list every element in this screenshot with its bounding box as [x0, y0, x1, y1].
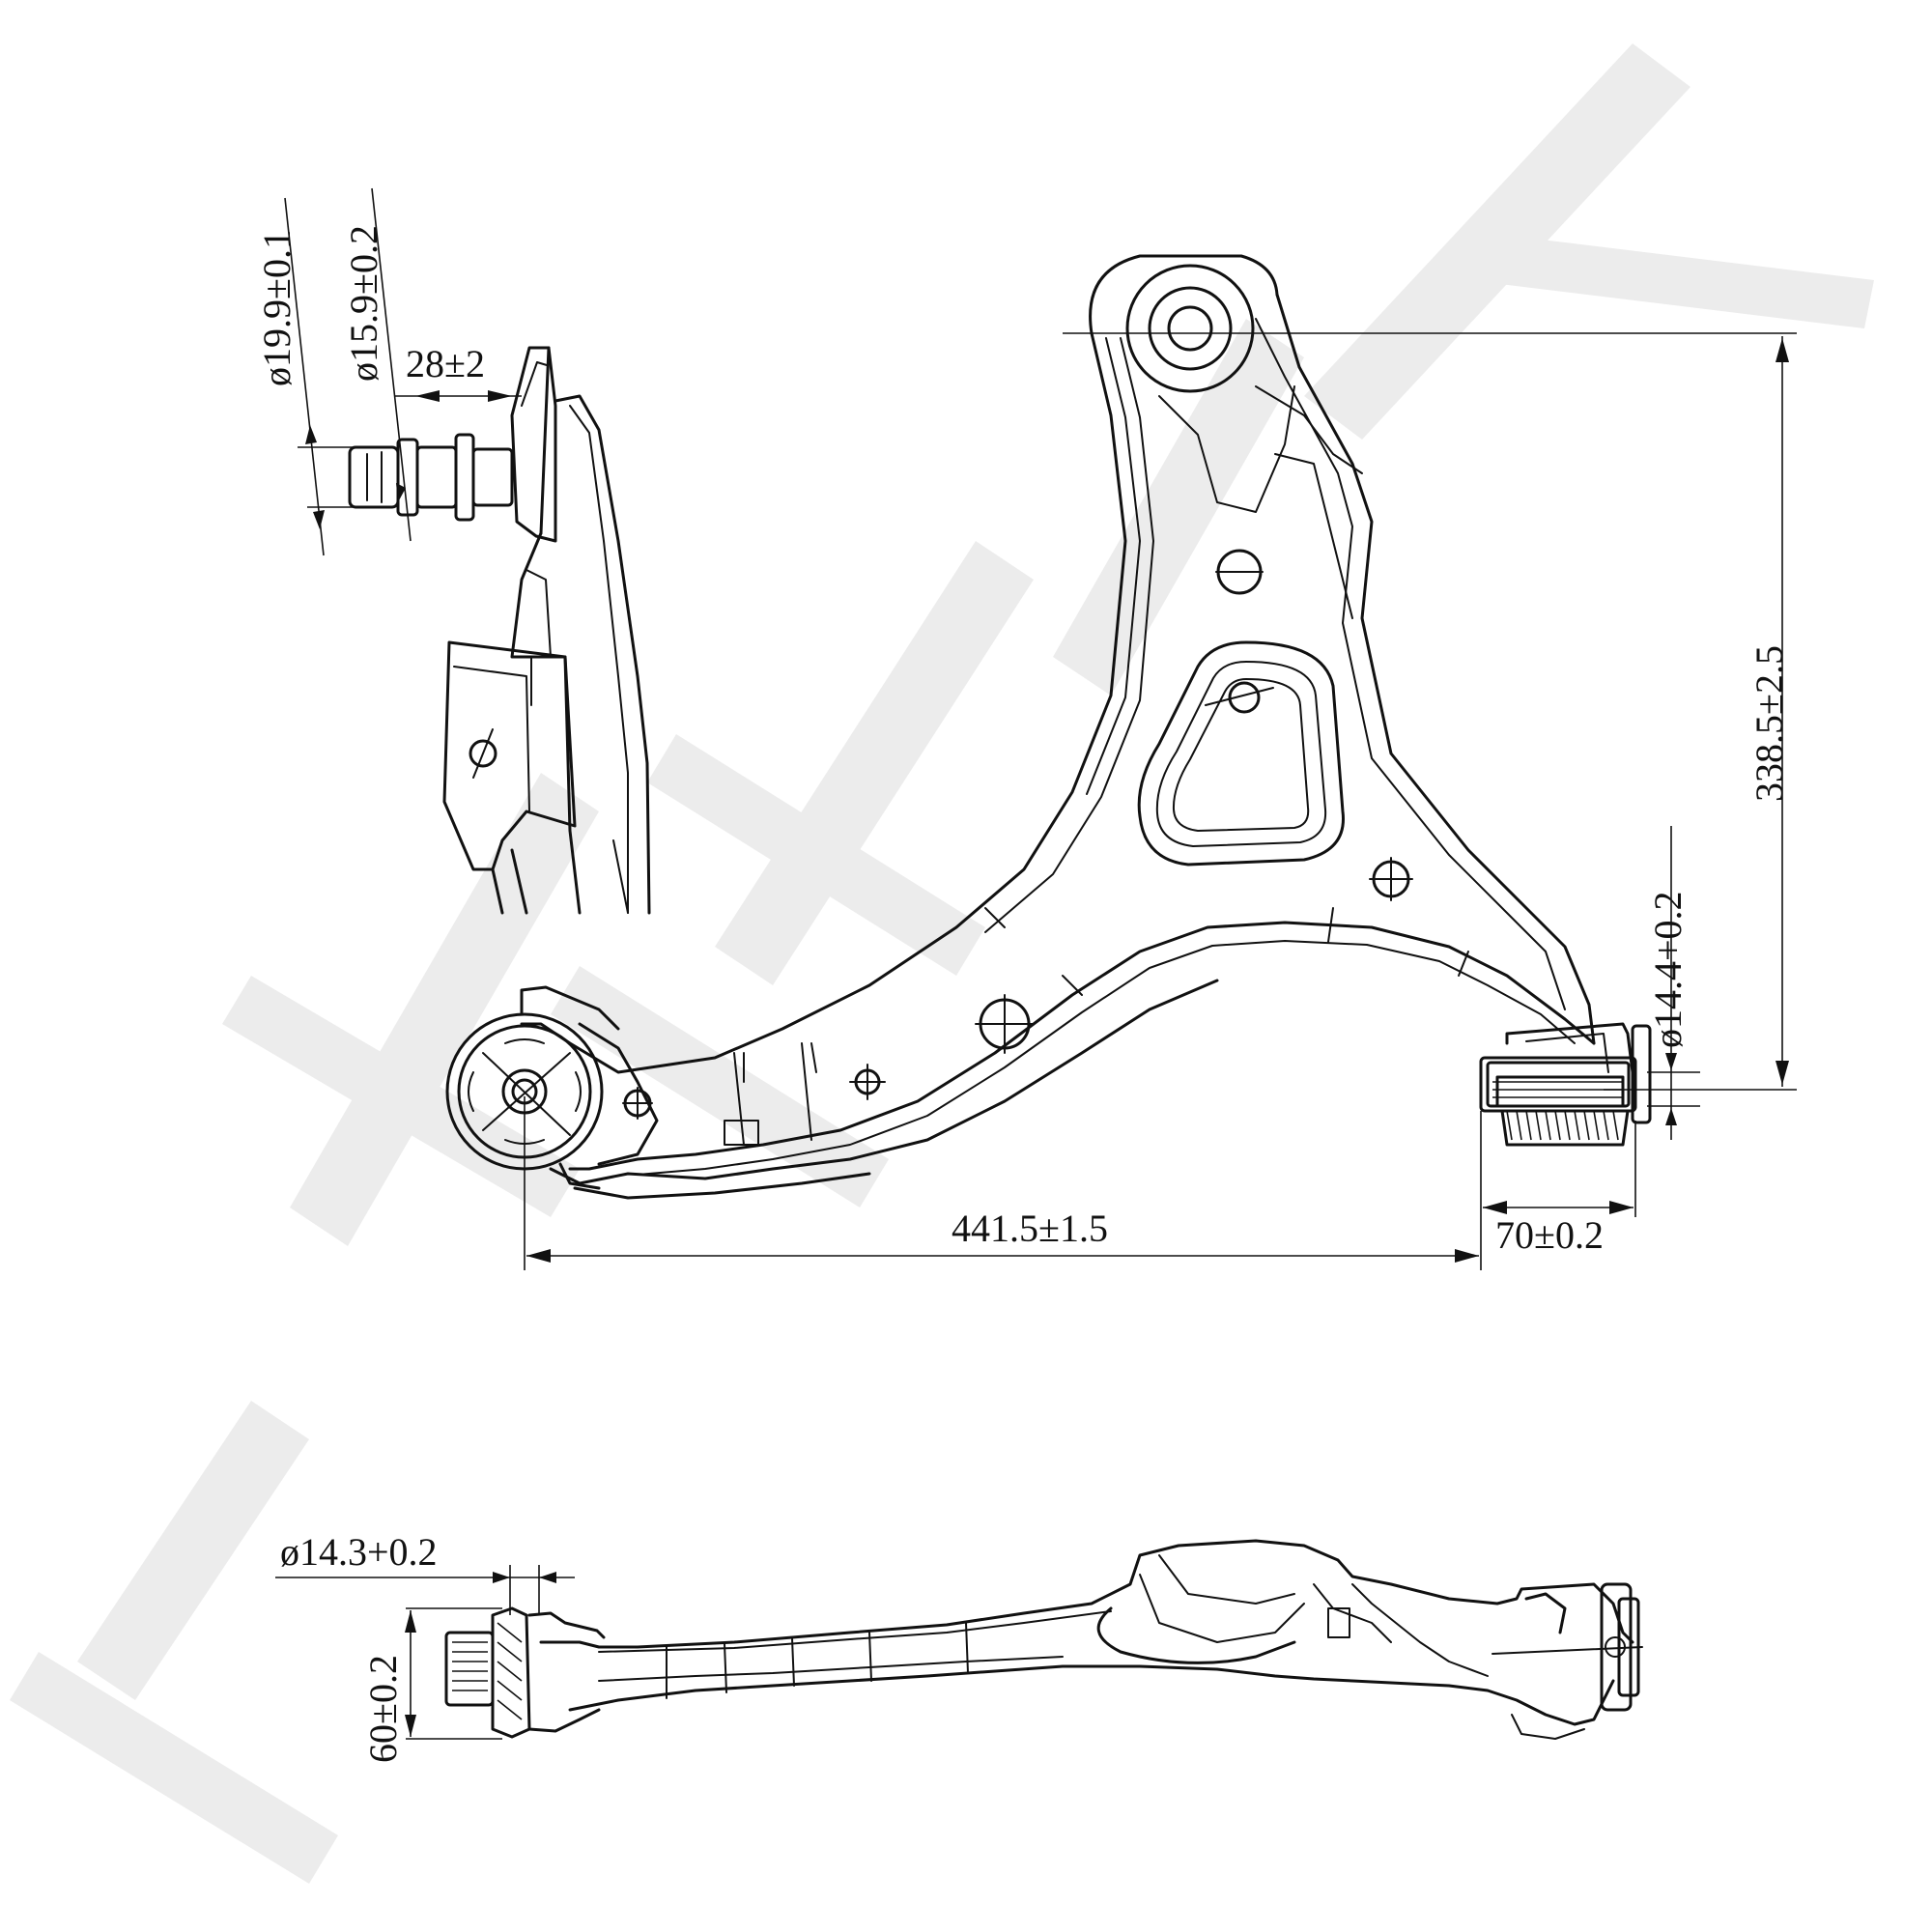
- dim-length: 441.5±1.5: [952, 1207, 1108, 1250]
- control-arm-side-view: [444, 1539, 1643, 1740]
- control-arm-top-view: [445, 254, 1652, 1200]
- front-bushing-rubber-hatch: [452, 1622, 523, 1720]
- dim-front-bushing-width: 60±0.2: [361, 1655, 405, 1763]
- rear-bushing-rubber-hatch: [1492, 1081, 1623, 1141]
- main-dimension-lines: [524, 332, 1797, 1270]
- dim-stud-outer-diameter: ø19.9±0.1: [255, 230, 298, 386]
- dim-height: 338.5±2.5: [1747, 645, 1791, 802]
- stud-dimension-lines: [284, 187, 522, 556]
- dim-stud-length: 28±2: [406, 342, 485, 385]
- dim-rear-bushing-width: 70±0.2: [1495, 1213, 1604, 1257]
- dim-rear-bushing-diameter: ø14.4+0.2: [1646, 891, 1690, 1048]
- side-view-dimension-lines: [275, 1565, 575, 1740]
- ball-joint-side-view: [348, 346, 651, 915]
- dim-front-bushing-diameter: ø14.3+0.2: [280, 1530, 438, 1574]
- dim-stud-inner-diameter: ø15.9±0.2: [342, 225, 385, 382]
